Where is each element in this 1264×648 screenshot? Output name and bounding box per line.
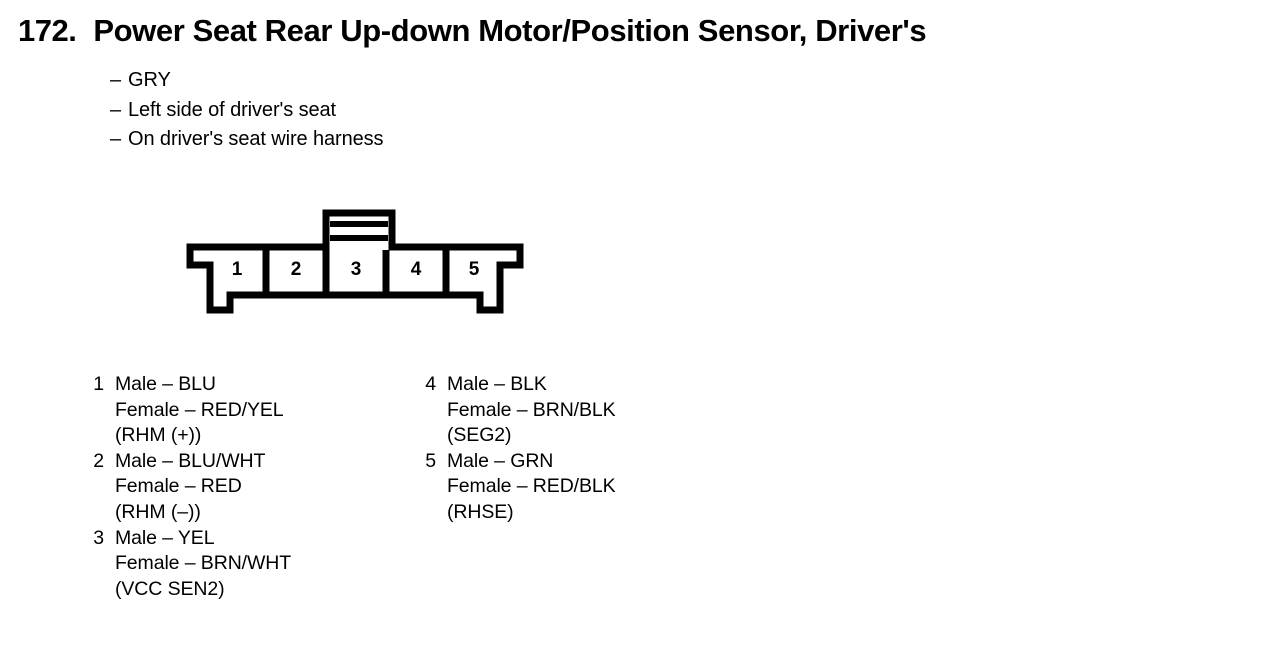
page-title-text: Power Seat Rear Up-down Motor/Position S…: [93, 13, 927, 48]
dash-bullet: –: [110, 69, 122, 91]
pin-entry-index: 2: [93, 449, 104, 472]
pin-list-left-column: 1 Male – BLU Female – RED/YEL (RHM (+)) …: [82, 372, 291, 602]
connector-outline-svg: 1 2 3 4 5: [186, 209, 524, 314]
pin-entry: 3 Male – YEL Female – BRN/WHT (VCC SEN2): [82, 526, 291, 603]
pin-entry-line: Female – BRN/BLK: [447, 398, 616, 421]
dash-bullet: –: [110, 128, 122, 150]
subtitle-item-label: Left side of driver's seat: [128, 98, 336, 121]
connector-pin-label-1: 1: [232, 259, 243, 280]
pin-entry: 4 Male – BLK Female – BRN/BLK (SEG2): [414, 372, 616, 449]
dash-bullet: –: [110, 98, 122, 121]
pin-entry-line: Female – RED/YEL: [115, 398, 284, 421]
pin-entry-line: Male – BLK: [447, 373, 547, 395]
pin-entry: 5 Male – GRN Female – RED/BLK (RHSE): [414, 449, 616, 526]
pin-entry-line: (SEG2): [447, 424, 512, 447]
connector-pin-label-4: 4: [411, 259, 422, 280]
pin-entry-line: Male – GRN: [447, 449, 554, 472]
connector-diagram: 1 2 3 4 5: [180, 203, 530, 325]
pin-entry-line: Female – RED/BLK: [447, 475, 616, 498]
pin-entry-line: Male – BLU: [115, 373, 216, 395]
pin-entry-index: 3: [93, 526, 104, 549]
pin-entry-line: (RHM (+)): [115, 424, 202, 447]
subtitle-item-label: GRY: [128, 69, 171, 91]
subtitle-item: –GRY: [110, 66, 383, 96]
pin-entry-line: Female – BRN/WHT: [115, 552, 292, 575]
page-title: 172. Power Seat Rear Up-down Motor/Posit…: [18, 13, 927, 49]
pin-entry-line: Female – RED: [115, 475, 242, 498]
pin-entry-lines: Male – BLK Female – BRN/BLK (SEG2): [447, 372, 616, 449]
connector-body-outline: [186, 209, 524, 314]
pin-entry-index: 4: [425, 373, 436, 395]
pin-entry-index: 1: [93, 373, 104, 395]
pin-entry: 2 Male – BLU/WHT Female – RED (RHM (–)): [82, 449, 291, 526]
subtitle-list: –GRY –Left side of driver's seat –On dri…: [110, 66, 384, 155]
pin-entry-lines: Male – YEL Female – BRN/WHT (VCC SEN2): [115, 526, 291, 603]
pin-entry-line: (RHM (–)): [115, 500, 201, 523]
connector-pin-label-3: 3: [351, 259, 362, 280]
pin-entry-line: Male – YEL: [115, 526, 215, 549]
subtitle-item-label: On driver's seat wire harness: [128, 128, 384, 150]
page-title-number: 172.: [18, 13, 77, 48]
pin-list-right-column: 4 Male – BLK Female – BRN/BLK (SEG2) 5 M…: [414, 372, 616, 526]
pin-entry-lines: Male – BLU/WHT Female – RED (RHM (–)): [115, 449, 265, 526]
subtitle-item: –On driver's seat wire harness: [110, 125, 384, 155]
pin-entry-lines: Male – BLU Female – RED/YEL (RHM (+)): [115, 372, 284, 449]
pin-entry-line: (VCC SEN2): [115, 577, 225, 600]
pin-entry: 1 Male – BLU Female – RED/YEL (RHM (+)): [82, 372, 291, 449]
pin-entry-line: Male – BLU/WHT: [115, 449, 266, 472]
pin-entry-line: (RHSE): [447, 500, 514, 523]
pin-entry-index: 5: [425, 449, 436, 472]
connector-pin-label-2: 2: [291, 259, 302, 280]
pin-entry-lines: Male – GRN Female – RED/BLK (RHSE): [447, 449, 616, 526]
connector-pin-label-5: 5: [469, 259, 480, 280]
subtitle-item: –Left side of driver's seat: [110, 96, 383, 126]
